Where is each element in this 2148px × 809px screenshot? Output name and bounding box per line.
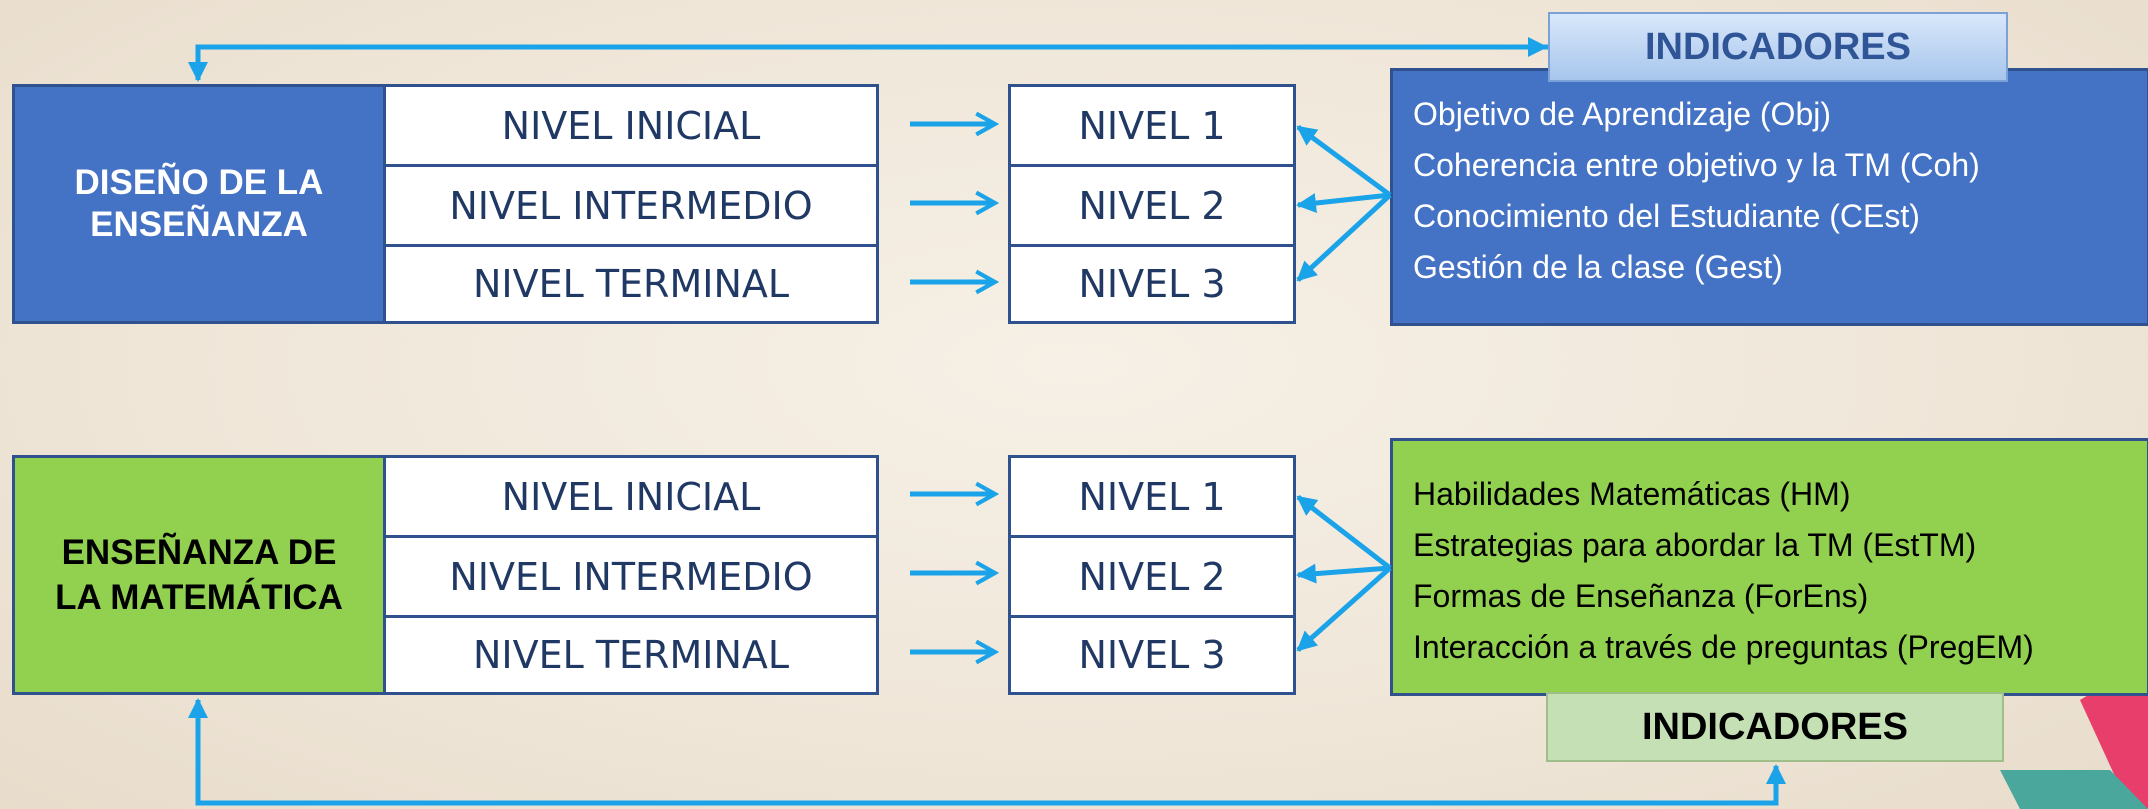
diseno-ensenanza-box: DISEÑO DE LA ENSEÑANZA <box>12 84 386 324</box>
bottom-indicator-1: Habilidades Matemáticas (HM) <box>1413 476 1851 512</box>
top-target-nivel-1: NIVEL 1 <box>1008 84 1296 167</box>
top-indicator-2: Coherencia entre objetivo y la TM (Coh) <box>1413 147 1980 183</box>
top-indicators-label: INDICADORES <box>1548 12 2008 82</box>
bottom-indicator-2: Estrategias para abordar la TM (EstTM) <box>1413 527 1977 563</box>
bottom-target-nivel-2: NIVEL 2 <box>1008 535 1296 618</box>
bottom-indicator-arrows <box>1296 495 1392 652</box>
bottom-target-nivel-1: NIVEL 1 <box>1008 455 1296 538</box>
top-indicator-3: Conocimiento del Estudiante (CEst) <box>1413 198 1920 234</box>
bottom-level-initial: NIVEL INICIAL <box>383 455 879 538</box>
bottom-indicator-3: Formas de Enseñanza (ForEns) <box>1413 578 1869 614</box>
ensenanza-matematica-title: ENSEÑANZA DE LA MATEMÁTICA <box>55 532 343 618</box>
top-feedback-arrow <box>188 37 1548 82</box>
bottom-target-nivel-3: NIVEL 3 <box>1008 615 1296 695</box>
top-indicator-4: Gestión de la clase (Gest) <box>1413 249 1783 285</box>
top-indicator-1: Objetivo de Aprendizaje (Obj) <box>1413 96 1831 132</box>
bottom-level-arrows <box>910 494 995 652</box>
bottom-indicators-box: Habilidades Matemáticas (HM) Estrategias… <box>1390 438 2148 696</box>
ensenanza-matematica-box: ENSEÑANZA DE LA MATEMÁTICA <box>12 455 386 695</box>
top-level-terminal: NIVEL TERMINAL <box>383 244 879 324</box>
top-level-arrows <box>910 124 995 282</box>
bottom-feedback-arrow <box>188 698 1786 806</box>
bottom-indicator-4: Interacción a través de preguntas (PregE… <box>1413 629 2034 665</box>
top-target-nivel-3: NIVEL 3 <box>1008 244 1296 324</box>
top-indicators-box: Objetivo de Aprendizaje (Obj) Coherencia… <box>1390 68 2148 326</box>
top-level-initial: NIVEL INICIAL <box>383 84 879 167</box>
bottom-level-intermediate: NIVEL INTERMEDIO <box>383 535 879 618</box>
top-indicator-arrows <box>1296 124 1392 282</box>
bottom-indicators-label: INDICADORES <box>1546 692 2004 762</box>
bottom-level-terminal: NIVEL TERMINAL <box>383 615 879 695</box>
diseno-ensenanza-title: DISEÑO DE LA ENSEÑANZA <box>74 163 324 244</box>
top-target-nivel-2: NIVEL 2 <box>1008 164 1296 247</box>
